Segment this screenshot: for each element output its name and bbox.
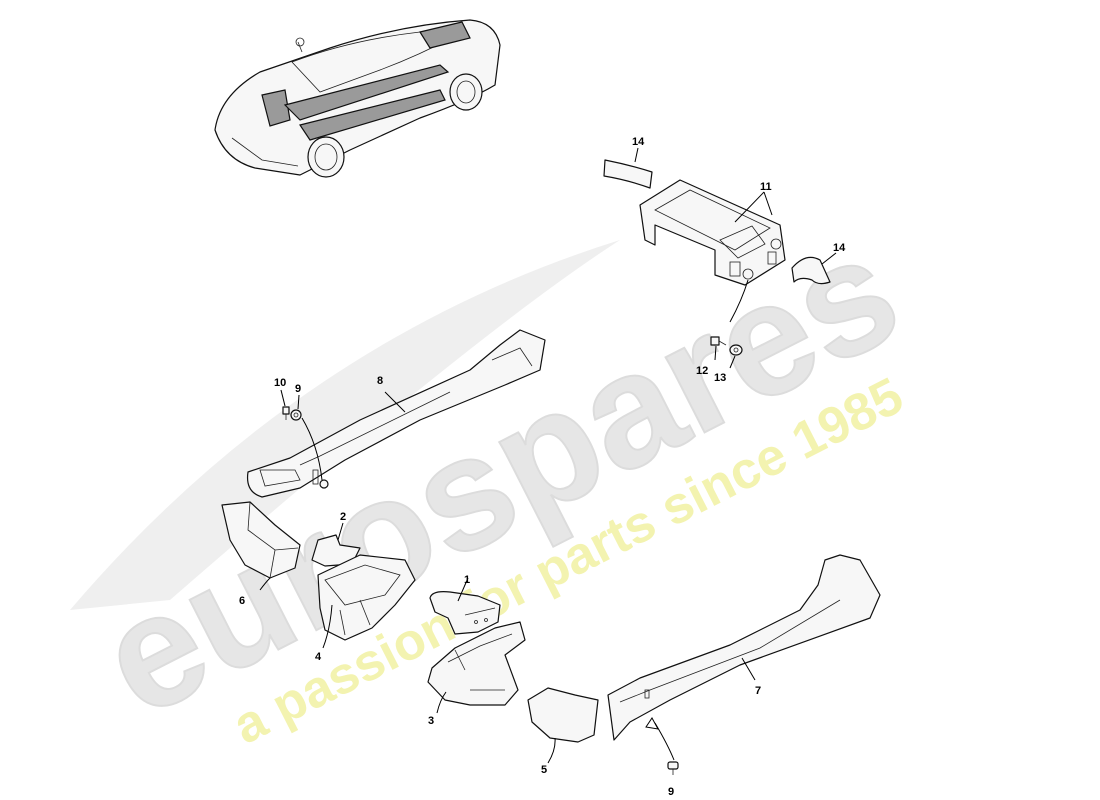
part-4-duct-assembly [317, 554, 416, 641]
part-1-duct-bracket [429, 591, 501, 635]
part-5-end-cap [527, 687, 599, 743]
part-8-upper-sill-trim [246, 329, 546, 498]
callout-14-upper: 14 [632, 136, 645, 148]
callout-8: 8 [377, 375, 383, 387]
callout-14-right: 14 [833, 242, 846, 254]
part-14-hose-upper [603, 159, 653, 189]
part-7-lower-sill-trim [607, 554, 881, 741]
bolt-icon [282, 406, 290, 420]
callout-11: 11 [760, 181, 772, 193]
watermark-swoosh [70, 240, 620, 610]
callout-12: 12 [696, 365, 708, 377]
part-2-bracket [311, 534, 361, 567]
callout-2: 2 [340, 511, 346, 523]
bolt-icon [667, 761, 679, 775]
bolt-icon [710, 336, 727, 346]
washer-icon [729, 344, 743, 356]
callout-9-lower: 9 [668, 786, 674, 798]
callout-4: 4 [315, 651, 322, 663]
car-overview-icon [214, 19, 501, 178]
callout-6: 6 [239, 595, 245, 607]
callout-3: 3 [428, 715, 434, 727]
callout-1: 1 [464, 574, 470, 586]
callouts: 14 11 14 12 13 10 9 8 2 6 1 4 3 7 5 9 [239, 136, 846, 798]
part-6-end-cap [221, 501, 301, 579]
part-14-hose-right [791, 256, 831, 285]
part-3-lower-duct [427, 621, 526, 706]
leader-lines [259, 147, 837, 764]
callout-7: 7 [755, 685, 761, 697]
washer-icon [290, 409, 302, 421]
callout-9-upper: 9 [295, 383, 301, 395]
callout-13: 13 [714, 372, 726, 384]
callout-5: 5 [541, 764, 547, 776]
callout-10: 10 [274, 377, 286, 389]
